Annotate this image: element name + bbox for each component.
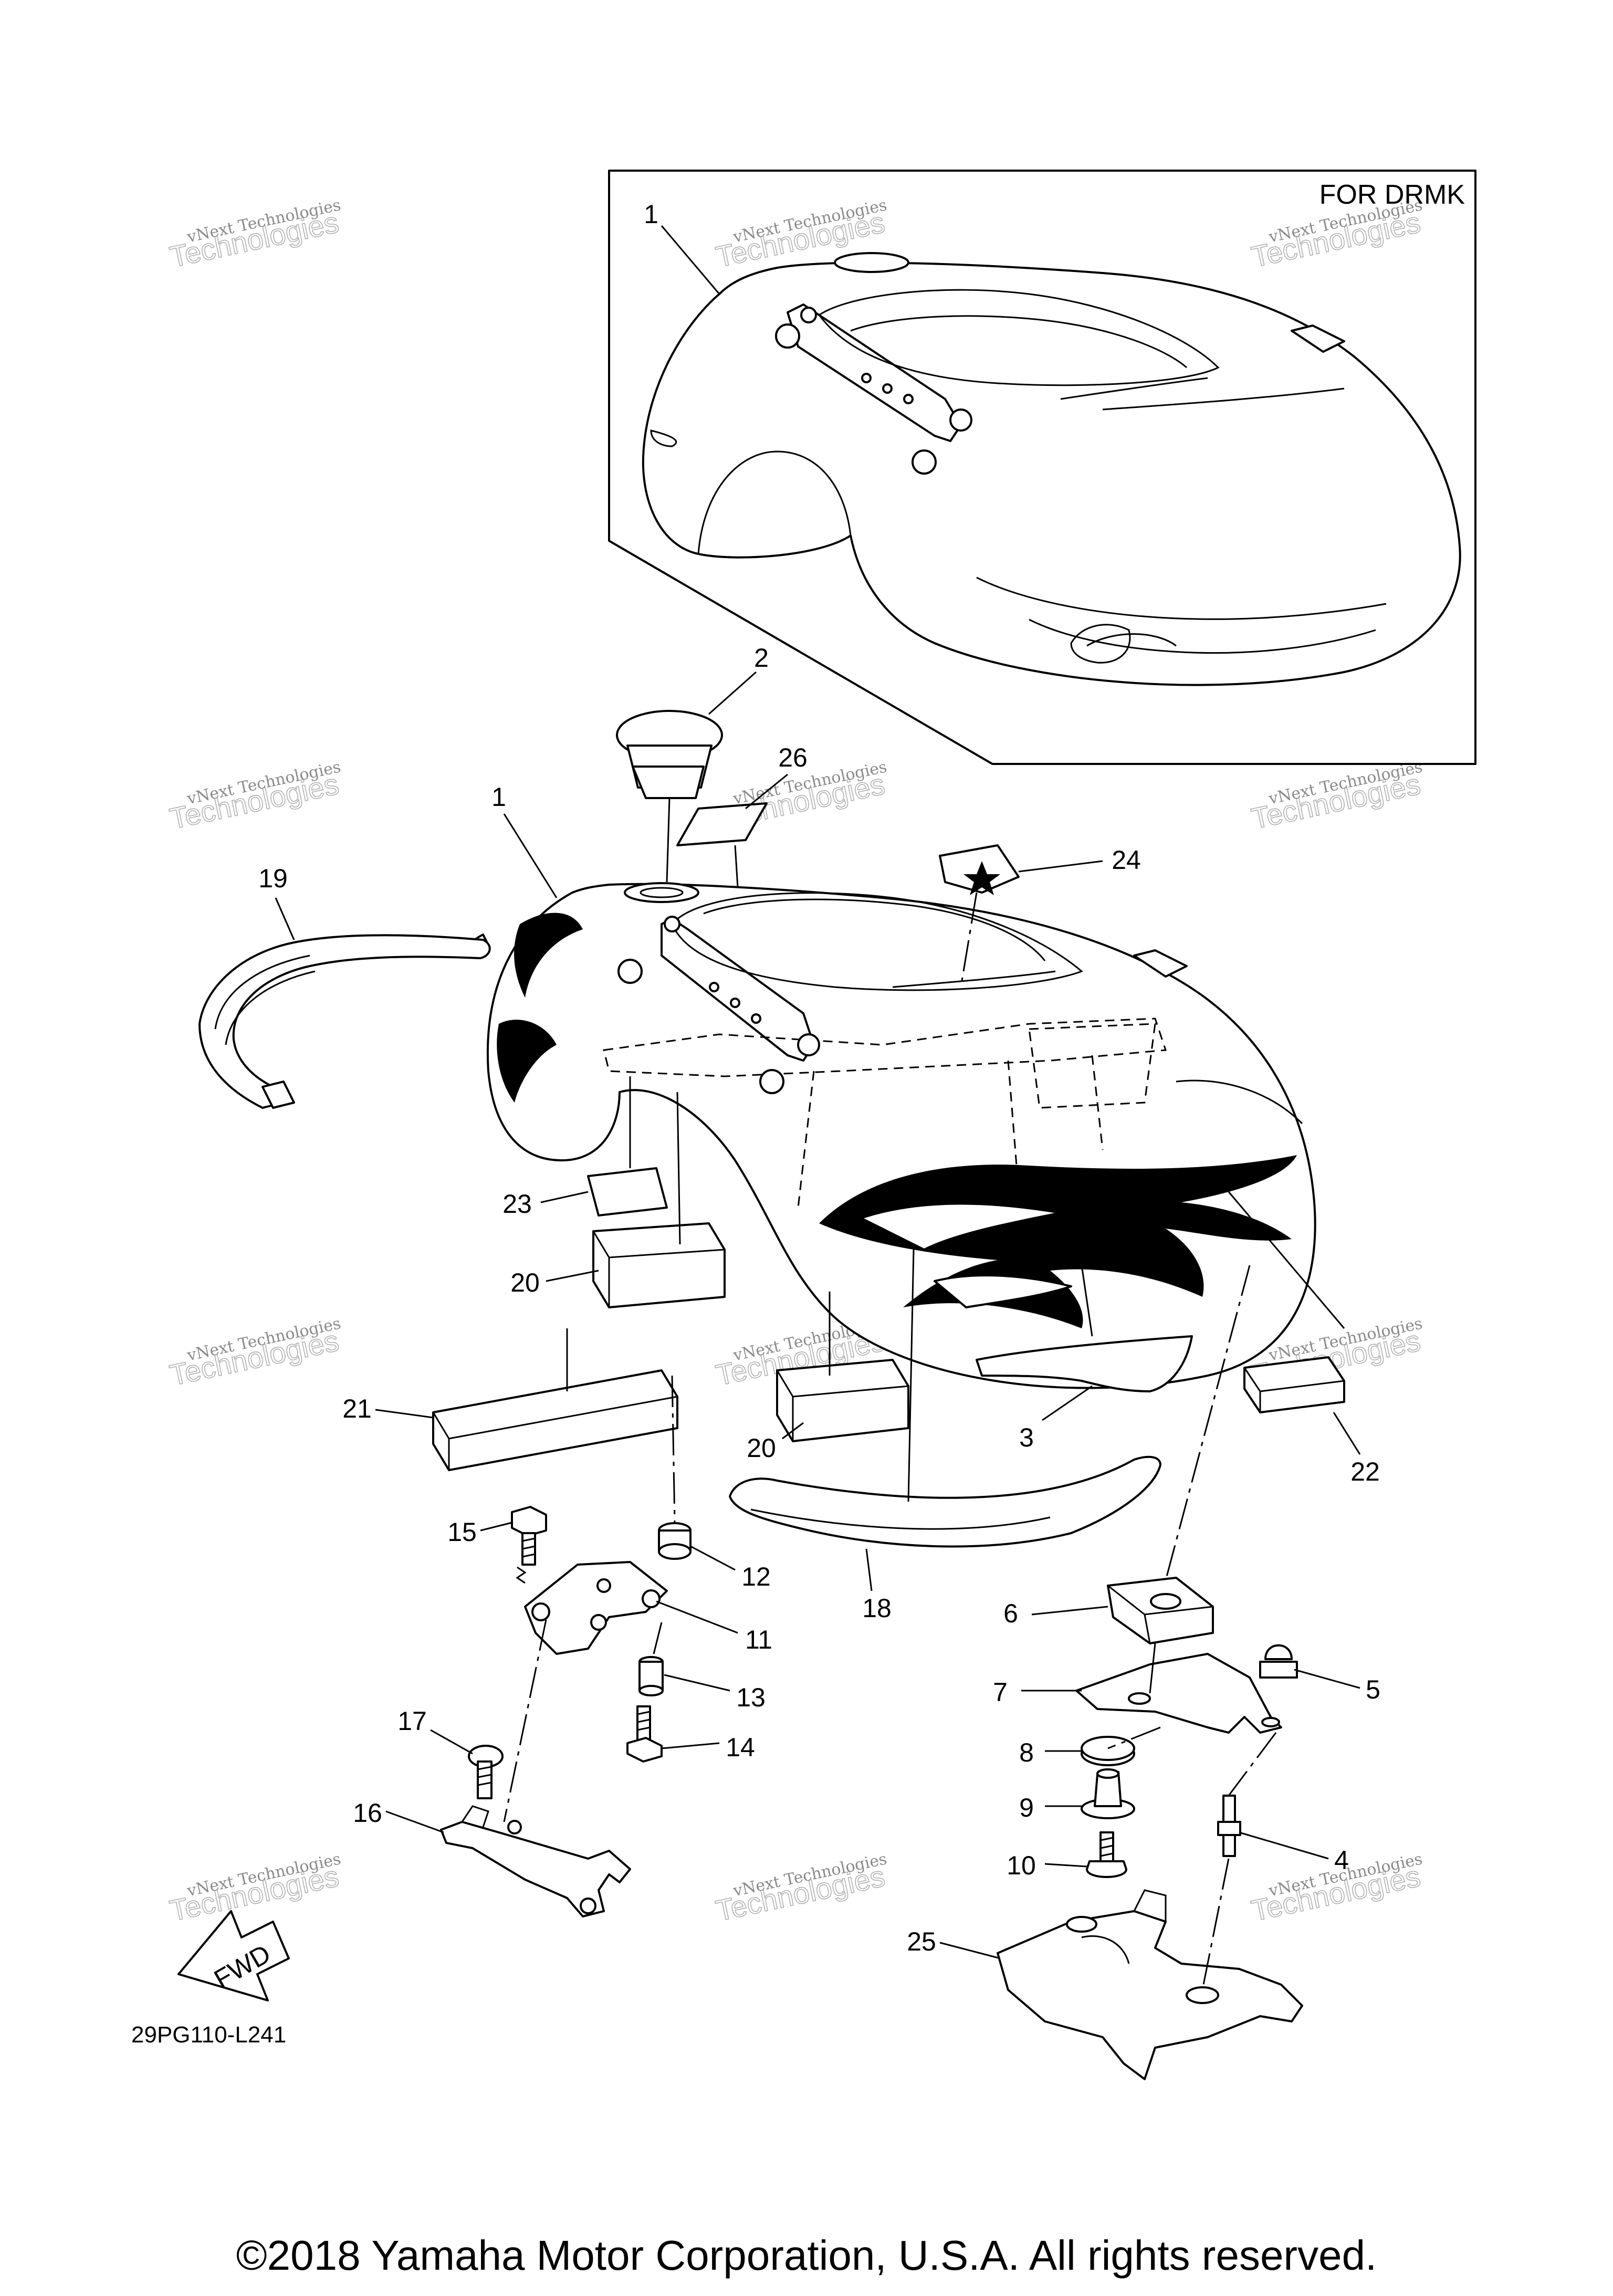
part-11-bracket [524, 1561, 668, 1655]
part-label-19: 19 [258, 864, 288, 893]
part-label-14: 14 [726, 1733, 755, 1762]
leader-lines [275, 671, 1361, 1959]
part-15-bolt [511, 1506, 547, 1584]
part-label-10: 10 [1007, 1851, 1036, 1880]
part-label-15: 15 [447, 1517, 477, 1547]
part-24-emblem [939, 844, 1020, 988]
part-9-collar [1081, 1768, 1135, 1819]
part-2-cap [616, 710, 723, 883]
part-22-pad [1228, 1191, 1345, 1413]
part-label-23: 23 [502, 1189, 532, 1219]
watermark: Technologies vNext Technologies [166, 1314, 342, 1392]
part-25-bracket [997, 1858, 1303, 2080]
watermark: Technologies vNext Technologies [1248, 758, 1424, 835]
part-labels: 1 2 26 24 19 23 20 21 20 3 22 18 12 15 1… [258, 643, 1380, 1956]
part-label-2: 2 [754, 643, 769, 673]
part-label-20-upper: 20 [510, 1268, 540, 1297]
part-17-screw [468, 1745, 504, 1799]
part-20-damper-upper [592, 1092, 726, 1308]
part-label-16: 16 [353, 1798, 382, 1828]
inset-frame [608, 170, 1476, 765]
part-7-plate [1075, 1643, 1282, 1734]
diagram-code: 29PG110-L241 [131, 2022, 286, 2048]
inset-label: FOR DRMK [1319, 180, 1465, 210]
part-label-8: 8 [1019, 1738, 1034, 1767]
part-10-bolt [1086, 1726, 1161, 1878]
watermark: Technologies vNext Technologies [713, 1850, 888, 1927]
hidden-outline [603, 1018, 1167, 1077]
fuel-tank [487, 882, 1316, 1389]
part-label-18: 18 [862, 1593, 892, 1623]
part-label-17: 17 [397, 1706, 427, 1736]
part-label-12: 12 [741, 1562, 771, 1591]
part-16-stay [440, 1619, 631, 1917]
part-label-5: 5 [1366, 1675, 1380, 1704]
part-label-3: 3 [1019, 1423, 1034, 1452]
part-20-damper-lower [776, 1292, 909, 1442]
part-label-7: 7 [993, 1678, 1008, 1707]
watermark: Technologies vNext Technologies [166, 196, 342, 274]
part-label-26: 26 [778, 743, 808, 772]
part-label-6: 6 [1003, 1599, 1018, 1628]
hidden-outline [1028, 1023, 1156, 1109]
part-23-pad [587, 1076, 668, 1217]
part-5-nut [1259, 1644, 1298, 1679]
part-label-20-lower: 20 [747, 1433, 776, 1463]
part-label-11: 11 [745, 1625, 772, 1654]
part-12-grommet [658, 1375, 692, 1560]
part-6-rubber [1107, 1265, 1251, 1644]
copyright-notice: ©2018 Yamaha Motor Corporation, U.S.A. A… [236, 2232, 1377, 2279]
part-21-pad [432, 1328, 678, 1471]
part-label-13: 13 [736, 1683, 766, 1712]
part-4-stud [1217, 1732, 1277, 1857]
inset-fuel-tank [642, 252, 1461, 686]
part-label-1-inset: 1 [644, 200, 658, 229]
part-13-collar [638, 1622, 664, 1696]
watermark: Technologies vNext Technologies [166, 1850, 342, 1927]
part-label-21: 21 [342, 1394, 372, 1423]
part-19-trim [198, 934, 491, 1109]
part-26-sticker [676, 802, 768, 888]
watermark: Technologies vNext Technologies [166, 758, 342, 835]
fwd-arrow: FWD [177, 1910, 290, 2001]
part-8-washer [1081, 1736, 1135, 1766]
hidden-outline [797, 1055, 1104, 1208]
part-label-25: 25 [907, 1927, 936, 1956]
part-label-24: 24 [1112, 845, 1141, 875]
part-label-9: 9 [1019, 1793, 1034, 1822]
part-label-22: 22 [1350, 1457, 1380, 1486]
leader-line [661, 225, 720, 295]
part-18-trim [729, 1249, 1161, 1548]
part-3-pad [976, 1265, 1193, 1392]
part-label-1: 1 [491, 782, 506, 812]
part-14-bolt [626, 1705, 663, 1763]
part-label-4: 4 [1334, 1846, 1349, 1875]
inset-panel: FOR DRMK [608, 170, 1476, 765]
